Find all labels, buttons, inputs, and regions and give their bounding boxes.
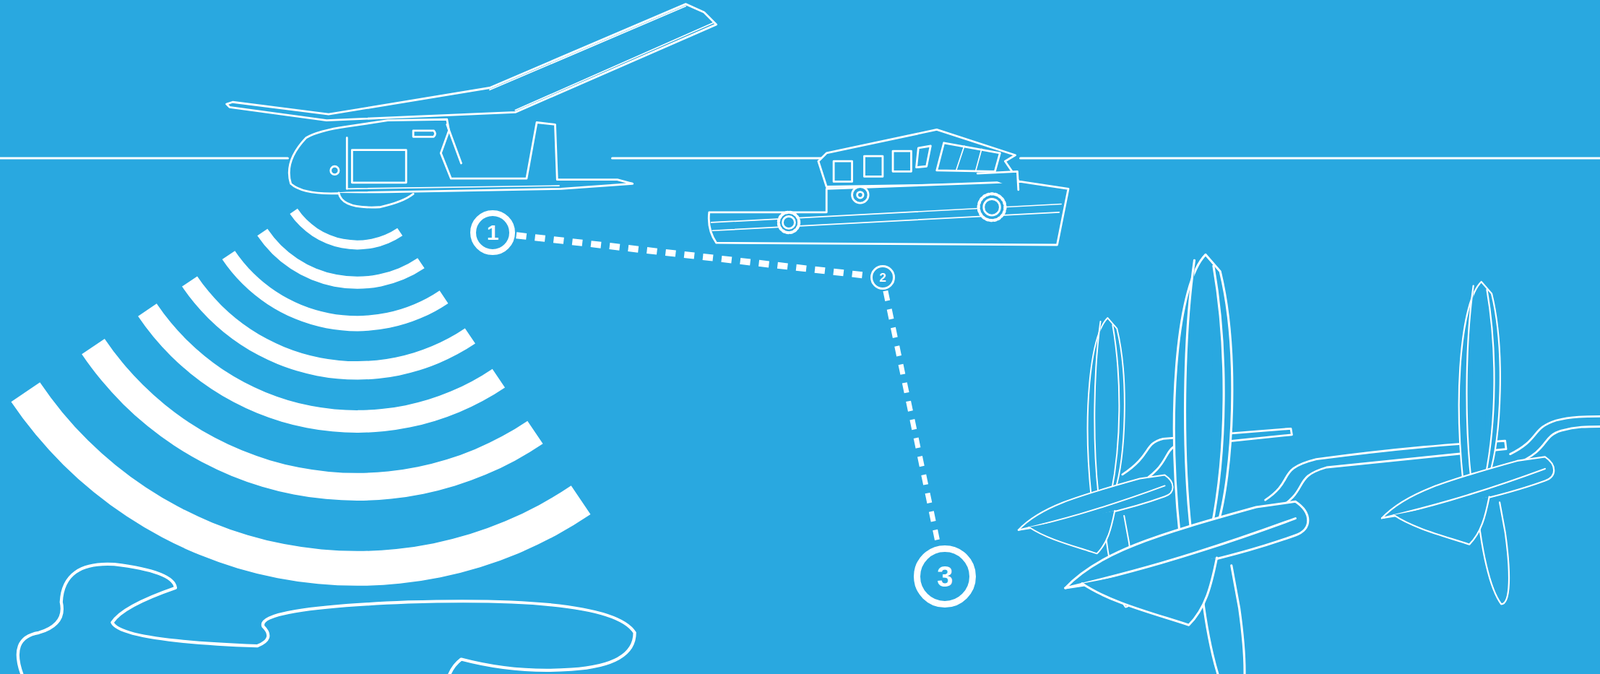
dotted-connector <box>885 291 939 545</box>
aircraft <box>226 4 717 208</box>
sonar-arc <box>137 303 505 433</box>
sonar-arc <box>182 275 476 380</box>
water-surface <box>1020 156 1600 159</box>
sonar-arc <box>81 338 543 501</box>
boat <box>708 129 1069 245</box>
callout-circle: 1 <box>470 210 516 255</box>
callout-circle: 3 <box>913 545 976 608</box>
sonar-arc <box>257 228 425 289</box>
callout-number: 2 <box>879 271 886 284</box>
sonar-arc <box>222 250 449 331</box>
callout-number: 1 <box>486 221 500 244</box>
glider-group <box>1018 254 1600 674</box>
water-surface <box>0 156 288 159</box>
sonar-arc <box>289 208 403 250</box>
sonar-waves <box>10 208 591 586</box>
dotted-connector <box>516 235 869 276</box>
sonar-arc <box>10 382 591 586</box>
water-surface <box>612 156 823 159</box>
callout-number: 3 <box>936 561 953 591</box>
callout-circle: 2 <box>870 265 895 290</box>
